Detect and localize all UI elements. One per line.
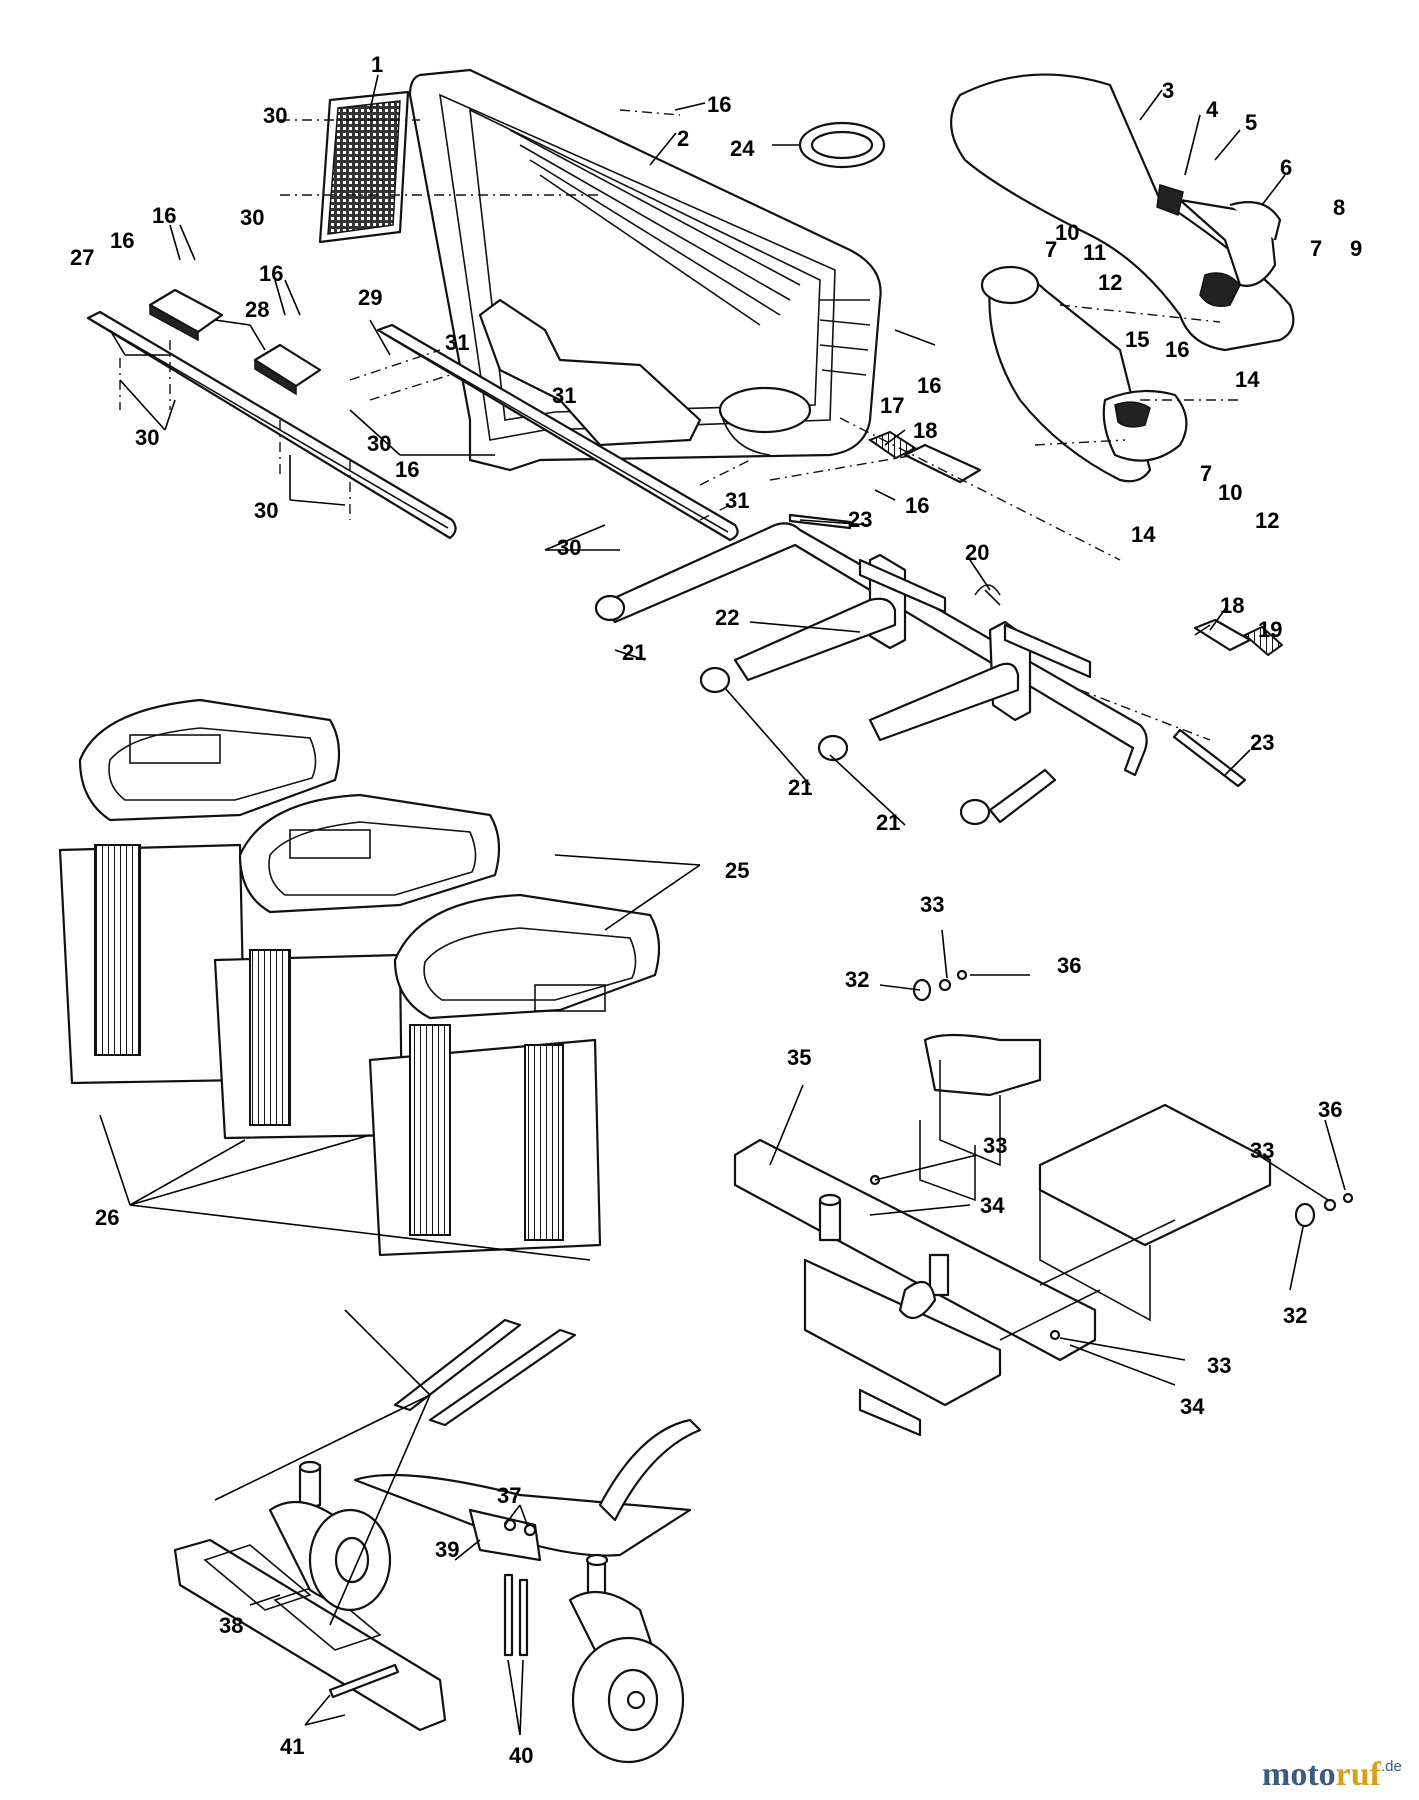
label-10b: 10 [1218,480,1242,505]
label-19: 19 [1258,617,1282,642]
label-6: 6 [1280,155,1292,180]
mount-frame [598,522,1148,777]
label-18: 18 [913,418,937,443]
label-14: 14 [1235,367,1260,392]
label-22: 22 [715,605,739,630]
washers-right [869,969,1354,1341]
label-32b: 32 [1283,1303,1307,1328]
label-33d: 33 [1207,1353,1231,1378]
label-10: 10 [1055,220,1079,245]
deck-bumper-assembly [173,1318,702,1764]
label-36: 36 [1057,953,1081,978]
label-12b: 12 [1255,508,1279,533]
leader-lines [99,74,1346,1736]
wear-strip-right [376,323,739,542]
label-16e: 16 [395,457,419,482]
label-17: 17 [880,393,904,418]
label-26: 26 [95,1205,119,1230]
hitch-adapter [733,1033,1272,1437]
label-9: 9 [1350,236,1362,261]
label-5: 5 [1245,110,1257,135]
label-33a: 33 [920,892,944,917]
label-21b: 21 [788,775,812,800]
label-21c: 21 [876,810,900,835]
watermark-tld: .de [1381,1758,1402,1775]
label-16b: 16 [152,203,176,228]
bracket-lower [253,343,322,396]
label-27: 27 [70,245,94,270]
label-30e: 30 [254,498,278,523]
label-41: 41 [280,1734,304,1759]
label-3: 3 [1162,78,1174,103]
label-14b: 14 [1131,522,1156,547]
label-40: 40 [509,1743,533,1768]
svg-text:motoruf.de: motoruf.de [1262,1756,1402,1793]
label-16h: 16 [905,493,929,518]
label-4: 4 [1206,97,1219,122]
wear-strip-left [86,310,457,540]
label-18b: 18 [1220,593,1244,618]
screen-filter [318,90,410,244]
label-15: 15 [1125,327,1149,352]
label-31b: 31 [552,383,576,408]
label-39: 39 [435,1537,459,1562]
label-16f: 16 [917,373,941,398]
roller-wheels [594,594,1057,826]
label-34b: 34 [1180,1394,1205,1419]
watermark-brand-b: ruf [1336,1756,1382,1793]
label-16a: 16 [707,92,731,117]
bag-3 [368,893,661,1257]
gasket-ring [798,121,886,169]
label-24: 24 [730,136,755,161]
bracket-upper [148,288,224,342]
label-32: 32 [845,967,869,992]
label-33c: 33 [1250,1138,1274,1163]
label-16c: 16 [110,228,134,253]
label-30c: 30 [135,425,159,450]
bag-2 [213,793,501,1140]
label-30f: 30 [557,535,581,560]
label-31a: 31 [445,330,469,355]
watermark-logo: motoruf.de [1262,1756,1402,1793]
label-8: 8 [1333,195,1345,220]
label-30d: 30 [367,431,391,456]
label-33b: 33 [983,1133,1007,1158]
catcher-housing [408,68,882,472]
label-30b: 30 [240,205,264,230]
label-7b: 7 [1310,236,1322,261]
label-25: 25 [725,858,749,883]
label-30a: 30 [263,103,287,128]
label-34: 34 [980,1193,1005,1218]
label-21a: 21 [622,640,646,665]
label-29: 29 [358,285,382,310]
label-1: 1 [371,52,383,77]
watermark-brand-a: moto [1262,1756,1336,1793]
label-31c: 31 [725,488,749,513]
label-23: 23 [848,507,872,532]
label-37: 37 [497,1483,521,1508]
label-16g: 16 [1165,337,1189,362]
label-16d: 16 [259,261,283,286]
part-labels: 1 2 3 4 5 6 7 7 7 8 9 10 10 11 12 12 14 … [70,52,1362,1768]
label-2: 2 [677,126,689,151]
label-23b: 23 [1250,730,1274,755]
label-11: 11 [1083,240,1106,265]
center-lines [119,109,1240,741]
label-7: 7 [1045,237,1057,262]
label-35: 35 [787,1045,811,1070]
discharge-chute [950,73,1295,483]
label-36b: 36 [1318,1097,1342,1122]
label-20: 20 [965,540,989,565]
bag-1 [58,698,341,1085]
label-28: 28 [245,297,269,322]
label-38: 38 [219,1613,243,1638]
label-12: 12 [1098,270,1122,295]
label-7c: 7 [1200,461,1212,486]
